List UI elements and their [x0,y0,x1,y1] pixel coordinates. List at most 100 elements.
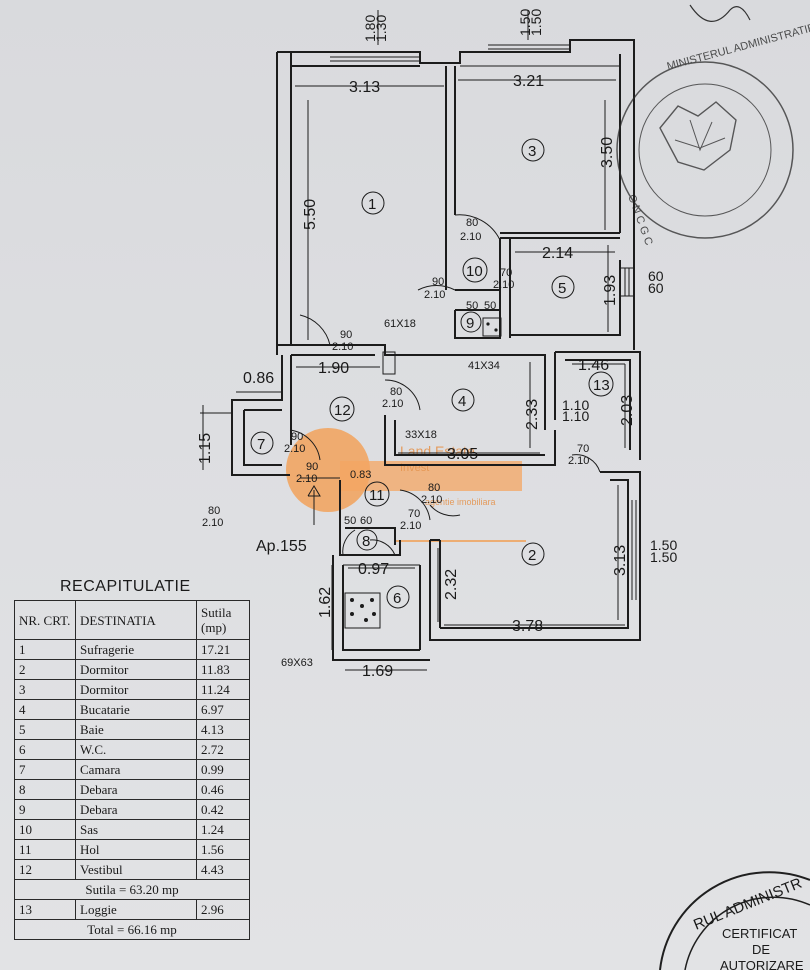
watermark-text: agentie imobiliara [425,497,496,507]
subtotal-cell: Sutila = 63.20 mp [14,879,250,900]
cell-dest: W.C. [75,739,197,760]
door-label: 2.10 [202,517,223,529]
dimension-label: 33X18 [405,429,437,441]
walls [231,39,641,661]
door-label: 90 [432,276,444,288]
room-number: 12 [334,402,351,419]
cell-val: 2.72 [196,739,250,760]
door-label: 2.10 [493,279,514,291]
door-label: 2.10 [568,455,589,467]
cell-nr: 10 [14,819,76,840]
dimension-label: 1.46 [578,357,609,374]
cell-val: 11.83 [196,659,250,680]
room-number: 1 [368,196,376,213]
duct-hatching [344,317,502,629]
room-marker [551,275,575,299]
dimension-label: 3.78 [512,618,543,635]
dimension-label: 1.50 [650,549,677,565]
cell-dest: Bucatarie [75,699,197,720]
column-header: Sutila (mp) [196,600,250,640]
dimension-label: 1.50 [517,9,533,36]
official-stamp-top: MINISTERUL ADMINISTRATIEI O N C G C [616,21,810,247]
room-marker [588,371,614,397]
door-label: 2.10 [284,443,305,455]
dimension-label: 2.14 [542,245,573,262]
dimension-label: 1.93 [602,275,619,306]
total-cell: Total = 66.16 mp [14,919,250,940]
dimension-label: 69X63 [281,657,313,669]
cell-dest: Vestibul [75,859,197,880]
door-label: 2.10 [332,341,353,353]
door-label: 50 [344,515,356,527]
dimension-label: 1.30 [373,15,389,42]
cell-val: 2.96 [196,899,250,920]
room-marker [386,585,410,609]
dimension-label: 1.90 [318,360,349,377]
door-label: 50 [484,300,496,312]
door-label: 90 [306,461,318,473]
cell-dest: Sufragerie [75,639,197,660]
dimension-label: 3.13 [349,79,380,96]
door-label: 2.10 [296,473,317,485]
recap-title: RECAPITULATIE [60,578,191,595]
stamp-line: DE [752,942,770,957]
room-marker [521,542,545,566]
dimension-label: 61X18 [384,318,416,330]
dimension-label: 1.80 [362,15,378,42]
door-label: 80 [208,505,220,517]
cell-val: 4.43 [196,859,250,880]
dimension-lines [200,10,626,671]
room-marker [361,191,385,215]
door-swings [289,214,601,556]
room-number: 9 [466,315,474,332]
cell-nr: 5 [14,719,76,740]
dimension-label: 5.50 [302,199,319,230]
cell-nr: 2 [14,659,76,680]
cell-nr: 13 [14,899,76,920]
dimension-label: 41X34 [468,360,500,372]
room-number: 3 [528,143,536,160]
door-label: 70 [577,443,589,455]
cell-dest: Dormitor [75,659,197,680]
cell-dest: Debara [75,799,197,820]
door-label: 80 [466,217,478,229]
door-label: 90 [291,431,303,443]
watermark-line [396,540,526,542]
cell-val: 4.13 [196,719,250,740]
cell-dest: Debara [75,779,197,800]
room-number: 13 [593,377,610,394]
dimension-label: 1.10 [562,408,589,424]
door-label: 60 [360,515,372,527]
room-marker [364,481,390,507]
cell-nr: 8 [14,779,76,800]
cell-val: 0.46 [196,779,250,800]
room-number: 7 [257,436,265,453]
cell-nr: 11 [14,839,76,860]
cell-dest: Dormitor [75,679,197,700]
cell-val: 11.24 [196,679,250,700]
door-label: 50 [466,300,478,312]
cell-dest: Hol [75,839,197,860]
cell-val: 6.97 [196,699,250,720]
dimension-label: 0.86 [243,370,274,387]
table-header-row: NR. CRT. DESTINATIA Sutila (mp) [14,600,250,640]
cell-nr: 6 [14,739,76,760]
dimension-label: 1.62 [317,587,334,618]
stamp-line: AUTORIZARE [720,958,804,970]
dimension-label: 0.83 [350,469,371,481]
dimension-label: 60 [648,280,664,296]
dimension-label: 2.32 [443,569,460,600]
cell-val: 1.56 [196,839,250,860]
door-label: 90 [340,329,352,341]
cell-nr: 4 [14,699,76,720]
room-marker [460,311,482,333]
